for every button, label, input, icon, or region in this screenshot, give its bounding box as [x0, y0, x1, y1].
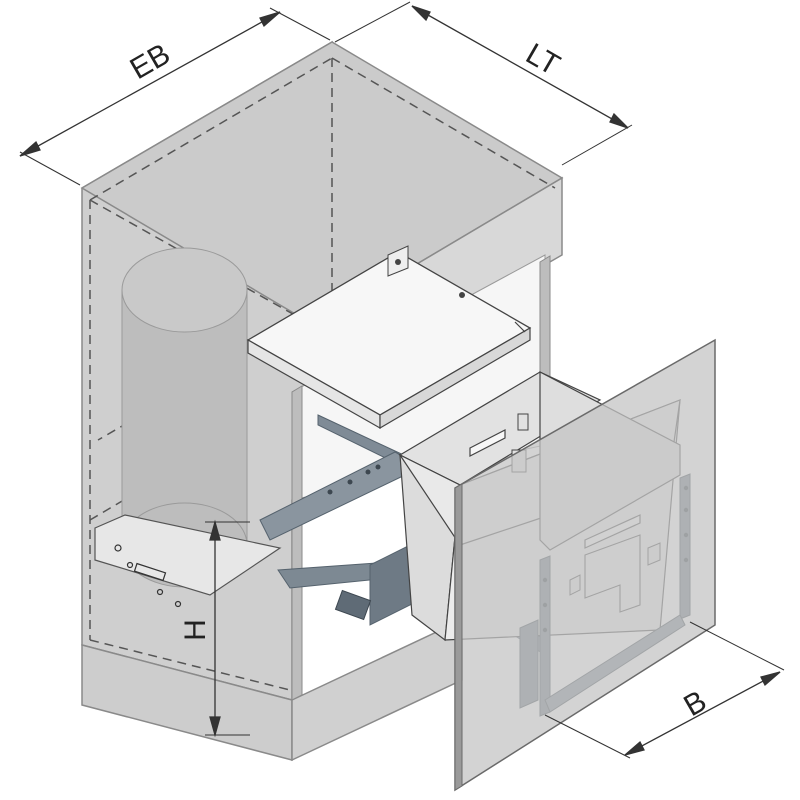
rail-slider-block	[334, 589, 372, 621]
mounting-plate-holes	[114, 544, 182, 608]
cabinet-front-lower	[291, 618, 463, 762]
cabinet-left-front-strip	[291, 385, 303, 701]
left-mounting-plate	[94, 514, 282, 596]
lid-cover	[246, 245, 532, 430]
dimension-label-b: B	[678, 684, 712, 723]
dimension-label-eb: EB	[125, 37, 176, 86]
dimension-lines	[19, 1, 785, 759]
dimension-label-h: H	[179, 619, 212, 641]
front-door-edge	[454, 483, 463, 791]
rail-holes	[327, 464, 381, 495]
dimension-label-lt: LT	[520, 37, 565, 82]
